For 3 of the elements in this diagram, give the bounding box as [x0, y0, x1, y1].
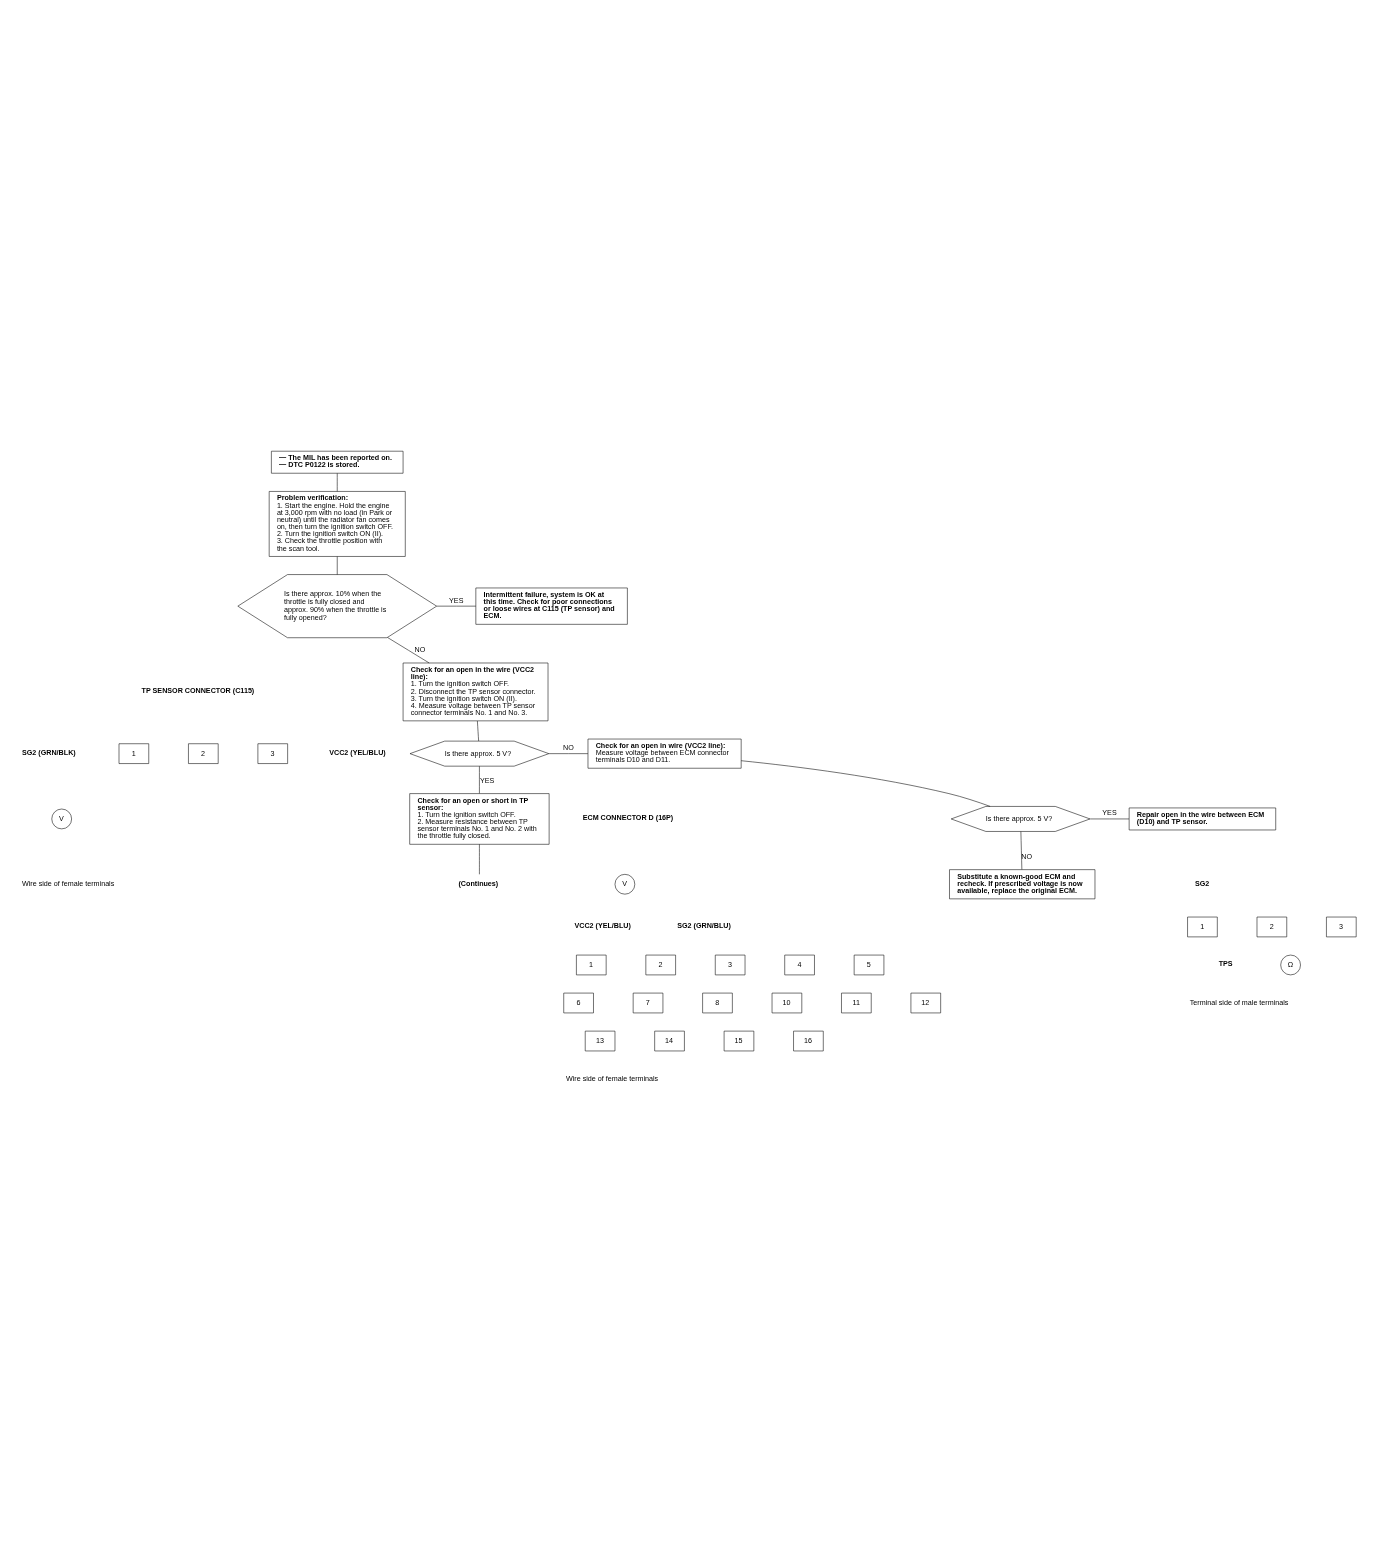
connector [387, 636, 430, 663]
connector [740, 759, 991, 807]
connector [548, 752, 589, 754]
